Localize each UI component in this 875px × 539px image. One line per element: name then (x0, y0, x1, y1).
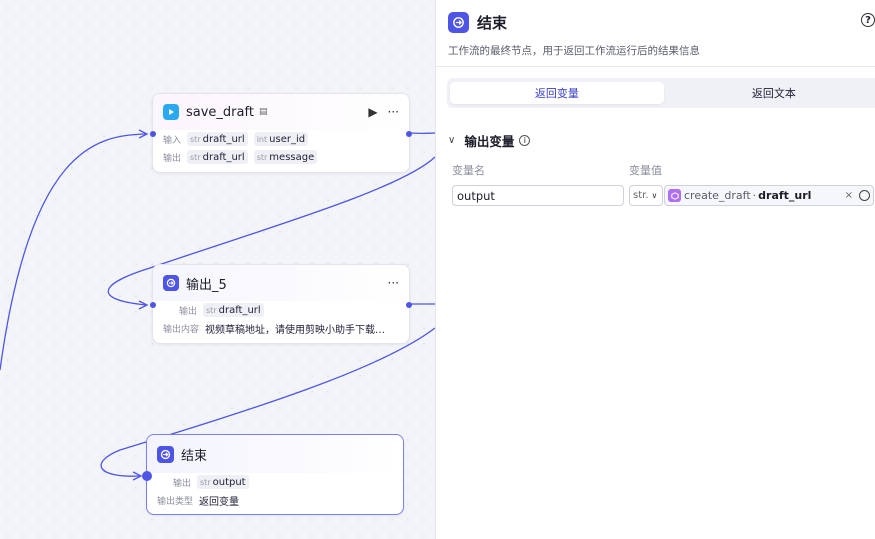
variable-type-select[interactable]: str. ∨ (629, 185, 663, 206)
tab-return-text[interactable]: 返回文本 (751, 87, 796, 100)
panel-description: 工作流的最终节点，用于返回工作流运行后的结果信息 (448, 45, 700, 57)
info-icon[interactable]: i (519, 135, 531, 146)
end-node-icon (448, 12, 469, 33)
col-header-name: 变量名 (452, 164, 485, 177)
arrow-output5 (138, 300, 149, 310)
output-label: 输出 (163, 153, 182, 164)
node-title: 结束 (181, 448, 208, 464)
run-icon[interactable]: ▶ (368, 105, 378, 119)
edge-save-draft-to-output5 (107, 132, 436, 306)
input-label: 输入 (163, 135, 182, 146)
ref-variable: draft_url (758, 189, 812, 202)
col-header-value: 变量值 (629, 164, 662, 177)
tab-return-variable[interactable]: 返回变量 (450, 82, 664, 104)
section-title: 输出变量 (464, 134, 515, 149)
node-config-panel: 结束 ? 工作流的最终节点，用于返回工作流运行后的结果信息 返回变量 返回文本 … (435, 0, 875, 539)
type-label: 输出类型 (157, 496, 194, 507)
plugin-icon (163, 104, 179, 120)
remove-variable-icon[interactable] (859, 190, 870, 201)
input-port[interactable] (150, 302, 156, 308)
ref-source-node: create_draft (684, 189, 751, 202)
help-icon[interactable]: ? (861, 13, 875, 27)
content-label: 输出内容 (163, 324, 200, 335)
plugin-node-icon (668, 189, 681, 202)
node-title: save_draft (186, 104, 254, 120)
variable-name-input[interactable]: output (452, 185, 624, 206)
type-value: str. (633, 190, 649, 201)
end-node-icon (157, 445, 174, 463)
chevron-down-icon[interactable]: ∨ (448, 135, 456, 146)
node-title: 输出_5 (186, 277, 227, 293)
ref-separator: · (752, 189, 757, 202)
input-port[interactable] (142, 471, 152, 481)
database-icon: ▤ (258, 107, 268, 117)
edge-output5-to-end (100, 303, 436, 477)
arrow-end (132, 471, 143, 481)
edge-to-save-draft (0, 133, 147, 371)
output-label: 输出 (173, 478, 192, 489)
panel-title: 结束 (477, 14, 508, 32)
content-value: 视频草稿地址，请使用剪映小助手下载… (205, 324, 386, 336)
panel-header: 结束 (448, 12, 507, 33)
more-icon[interactable]: ··· (387, 276, 399, 290)
output-node-icon (163, 275, 179, 291)
output-variables-section[interactable]: ∨ 输出变量 i (448, 131, 531, 150)
input-port[interactable] (150, 131, 156, 137)
output-port[interactable] (406, 131, 412, 137)
more-icon[interactable]: ··· (387, 105, 399, 119)
node-type-row: 输出类型 返回变量 (147, 491, 403, 509)
chevron-down-icon: ∨ (651, 191, 658, 200)
type-value: 返回变量 (199, 496, 240, 508)
node-content-row: 输出内容 视频草稿地址，请使用剪映小助手下载… (153, 319, 409, 337)
return-mode-tabs: 返回变量 返回文本 (447, 78, 875, 108)
divider (436, 66, 875, 67)
output-port[interactable] (406, 302, 412, 308)
variable-reference[interactable]: create_draft · draft_url × (664, 185, 874, 206)
output-label: 输出 (179, 306, 198, 317)
arrow-save-draft (138, 129, 149, 139)
clear-icon[interactable]: × (844, 190, 853, 201)
